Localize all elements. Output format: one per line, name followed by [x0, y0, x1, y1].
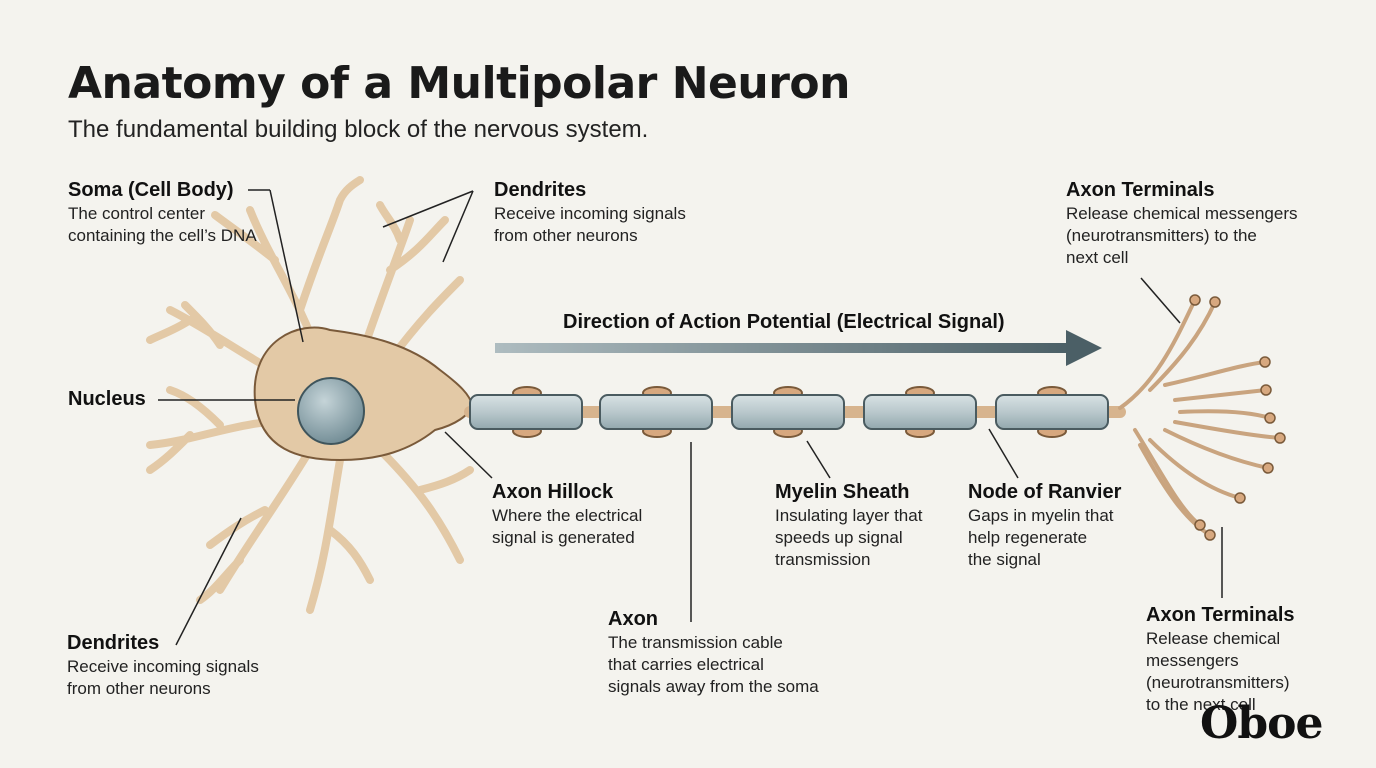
myelin-sheaths	[469, 386, 1109, 438]
label-myelin-sheath-head: Myelin Sheath	[775, 481, 910, 503]
label-dendrites-bottom-desc: Receive incoming signals from other neur…	[67, 657, 259, 698]
label-axon-hillock-desc: Where the electrical signal is generated	[492, 506, 643, 547]
label-node-of-ranvier: Node of Ranvier Gaps in myelin that help…	[968, 481, 1121, 571]
label-dendrites-top-head: Dendrites	[494, 179, 587, 201]
nucleus	[297, 377, 365, 445]
page-title: Anatomy of a Multipolar Neuron	[68, 58, 850, 109]
label-node-of-ranvier-desc: Gaps in myelin that help regenerate the …	[968, 506, 1114, 569]
oboe-logo: Oboe	[1200, 698, 1323, 749]
label-nucleus-head: Nucleus	[68, 388, 146, 410]
leader-lines	[158, 189, 1223, 646]
label-soma-head: Soma (Cell Body)	[68, 179, 234, 201]
label-axon-hillock: Axon Hillock Where the electrical signal…	[492, 481, 642, 549]
label-axon-terminals-top: Axon Terminals Release chemical messenge…	[1066, 179, 1298, 269]
label-axon-head: Axon	[608, 608, 658, 630]
label-axon: Axon The transmission cable that carries…	[608, 608, 819, 698]
label-dendrites-bottom: Dendrites Receive incoming signals from …	[67, 632, 259, 700]
signal-arrow-shaft	[495, 343, 1070, 353]
label-axon-terminals-top-head: Axon Terminals	[1066, 179, 1215, 201]
label-dendrites-top: Dendrites Receive incoming signals from …	[494, 179, 686, 247]
label-nucleus: Nucleus	[68, 388, 146, 412]
label-myelin-sheath-desc: Insulating layer that speeds up signal t…	[775, 506, 923, 569]
label-soma: Soma (Cell Body) The control center cont…	[68, 179, 257, 247]
page-subtitle: The fundamental building block of the ne…	[68, 116, 649, 143]
label-dendrites-bottom-head: Dendrites	[67, 632, 160, 654]
axon-terminal-branches	[1118, 298, 1282, 537]
label-axon-terminals-bottom: Axon Terminals Release chemical messenge…	[1146, 604, 1295, 716]
label-axon-hillock-head: Axon Hillock	[492, 481, 614, 503]
signal-arrow-head	[1066, 330, 1102, 366]
label-axon-desc: The transmission cable that carries elec…	[608, 633, 819, 696]
label-soma-desc: The control center containing the cell’s…	[68, 204, 257, 245]
soma-body	[253, 326, 474, 462]
label-axon-terminals-top-desc: Release chemical messengers (neurotransm…	[1066, 204, 1298, 267]
signal-direction-label: Direction of Action Potential (Electrica…	[563, 311, 1005, 333]
label-axon-terminals-bottom-head: Axon Terminals	[1146, 604, 1295, 626]
label-node-of-ranvier-head: Node of Ranvier	[968, 481, 1122, 503]
label-axon-terminals-bottom-desc: Release chemical messengers (neurotransm…	[1146, 629, 1290, 714]
label-dendrites-top-desc: Receive incoming signals from other neur…	[494, 204, 686, 245]
label-myelin-sheath: Myelin Sheath Insulating layer that spee…	[775, 481, 922, 571]
synaptic-bouton	[1189, 294, 1286, 541]
